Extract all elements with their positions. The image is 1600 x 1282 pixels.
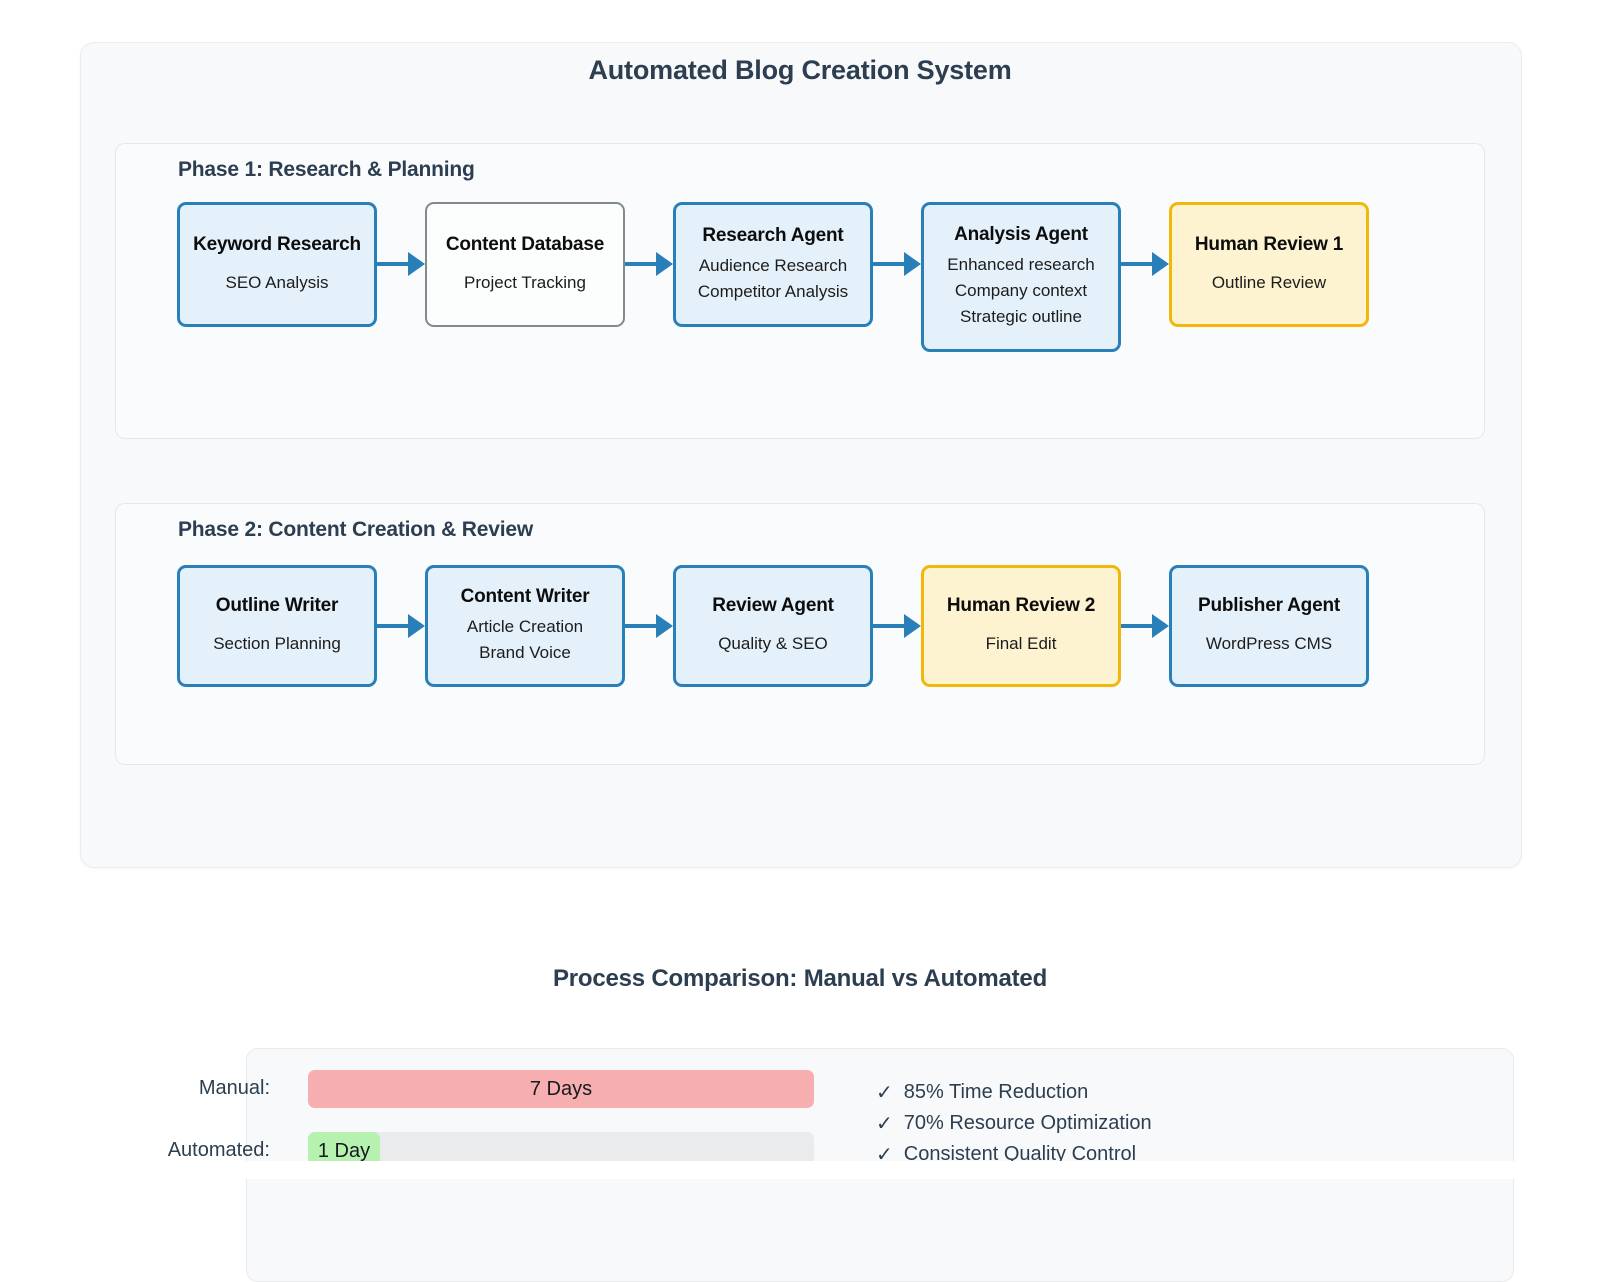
viewport-cutoff <box>0 1161 1600 1179</box>
node-title: Publisher Agent <box>1198 595 1340 616</box>
manual-duration-bar: 7 Days <box>308 1070 814 1108</box>
node-subtitle: Section Planning <box>213 634 341 653</box>
diagram-title: Automated Blog Creation System <box>588 55 1012 85</box>
flow-arrow-icon <box>873 614 921 638</box>
node-title: Review Agent <box>712 595 834 616</box>
node-subtitle: Outline Review <box>1211 272 1327 292</box>
benefits-list: ✓ 85% Time Reduction ✓ 70% Resource Opti… <box>876 1077 1152 1170</box>
node-research-agent: Research Agent Audience Research Competi… <box>673 202 873 327</box>
node-title: Content Database <box>445 233 605 255</box>
node-subtitle: Quality & SEO <box>718 634 828 653</box>
node-title: Human Review 1 <box>1194 233 1344 255</box>
manual-row-label: Manual: <box>198 1077 270 1099</box>
node-subtitle: WordPress CMS <box>1205 634 1333 653</box>
node-title: Research Agent <box>702 224 844 246</box>
node-subtitle: Project Tracking <box>464 272 586 292</box>
node-subtitle: Company context <box>954 281 1088 300</box>
node-outline-writer: Outline Writer Section Planning <box>177 565 377 687</box>
page: Automated Blog Creation System Phase 1: … <box>0 42 1600 1282</box>
node-content-writer: Content Writer Article Creation Brand Vo… <box>425 565 625 687</box>
flow-arrow-icon <box>1121 252 1169 276</box>
node-subtitle: Brand Voice <box>479 643 571 662</box>
node-subtitle: SEO Analysis <box>225 272 329 292</box>
benefit-item: ✓ Consistent Quality Control <box>876 1139 1152 1170</box>
node-title: Outline Writer <box>215 595 339 616</box>
benefit-text: 70% Resource Optimization <box>903 1112 1152 1134</box>
node-subtitle: Enhanced research <box>947 255 1095 274</box>
flow-arrow-icon <box>873 252 921 276</box>
phase1-title: Phase 1: Research & Planning <box>178 158 475 181</box>
benefit-text: Consistent Quality Control <box>903 1143 1137 1165</box>
benefit-text: 85% Time Reduction <box>903 1081 1089 1103</box>
node-subtitle: Strategic outline <box>960 307 1082 326</box>
node-human-review-1: Human Review 1 Outline Review <box>1169 202 1369 327</box>
node-review-agent: Review Agent Quality & SEO <box>673 565 873 687</box>
node-subtitle: Article Creation <box>466 617 584 636</box>
comparison-title: Process Comparison: Manual vs Automated <box>552 965 1048 992</box>
check-icon: ✓ <box>876 1113 893 1135</box>
automated-row-label: Automated: <box>167 1139 270 1161</box>
node-subtitle: Final Edit <box>985 634 1057 653</box>
node-title: Human Review 2 <box>946 595 1096 616</box>
node-keyword-research: Keyword Research SEO Analysis <box>177 202 377 327</box>
benefit-item: ✓ 70% Resource Optimization <box>876 1108 1152 1139</box>
node-title: Content Writer <box>460 586 590 607</box>
node-human-review-2: Human Review 2 Final Edit <box>921 565 1121 687</box>
node-title: Keyword Research <box>193 233 361 255</box>
node-subtitle: Competitor Analysis <box>697 281 849 301</box>
node-publisher-agent: Publisher Agent WordPress CMS <box>1169 565 1369 687</box>
flow-arrow-icon <box>377 252 425 276</box>
flow-arrow-icon <box>377 614 425 638</box>
node-title: Analysis Agent <box>954 224 1088 245</box>
benefit-item: ✓ 85% Time Reduction <box>876 1077 1152 1108</box>
flow-arrow-icon <box>1121 614 1169 638</box>
node-subtitle: Audience Research <box>698 255 848 275</box>
node-analysis-agent: Analysis Agent Enhanced research Company… <box>921 202 1121 352</box>
flow-arrow-icon <box>625 614 673 638</box>
flow-arrow-icon <box>625 252 673 276</box>
node-content-database: Content Database Project Tracking <box>425 202 625 327</box>
check-icon: ✓ <box>876 1144 893 1166</box>
phase2-title: Phase 2: Content Creation & Review <box>178 518 533 541</box>
check-icon: ✓ <box>876 1082 893 1104</box>
